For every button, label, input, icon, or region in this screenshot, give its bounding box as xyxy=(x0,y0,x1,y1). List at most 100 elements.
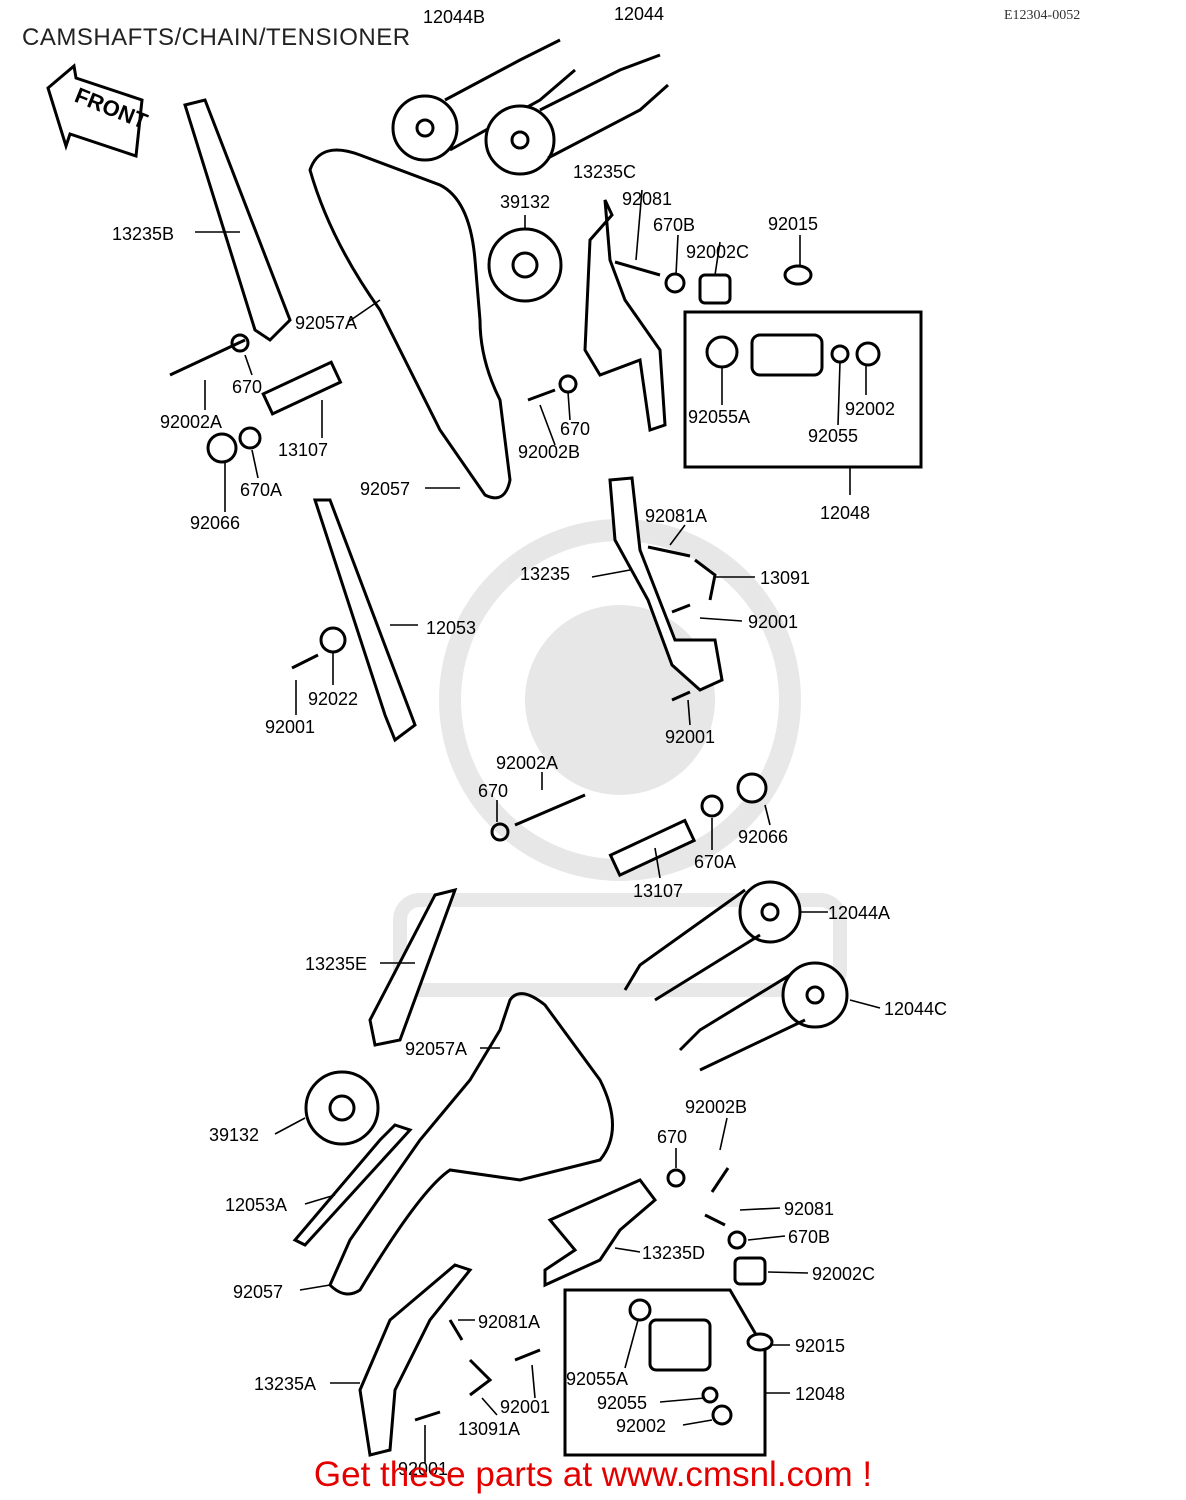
part-label-92057a-low[interactable]: 92057A xyxy=(405,1039,468,1059)
oring-670a-lower xyxy=(700,794,724,818)
part-label-92001-a[interactable]: 92001 xyxy=(748,612,799,632)
part-label-92055a-low[interactable]: 92055A xyxy=(566,1369,629,1389)
part-label-92015-low[interactable]: 92015 xyxy=(795,1336,846,1356)
part-label-92055-top[interactable]: 92055 xyxy=(808,426,859,446)
part-label-12044a-low[interactable]: 12044A xyxy=(828,903,891,923)
part-label-92001-d[interactable]: 92001 xyxy=(500,1397,551,1417)
plug-92002c-lower xyxy=(733,1256,767,1286)
oring-670a-upper xyxy=(238,426,262,450)
chain-guide-12053 xyxy=(312,498,417,743)
part-label-92081a-top[interactable]: 92081A xyxy=(645,506,708,526)
part-label-92081-low[interactable]: 92081 xyxy=(784,1199,835,1219)
spring-92081a-mid xyxy=(647,545,691,558)
part-label-12048-low[interactable]: 12048 xyxy=(795,1384,846,1404)
part-label-12053-mid[interactable]: 12053 xyxy=(426,618,477,638)
oring-670-lower2 xyxy=(666,1168,686,1188)
bolt-92001-mid xyxy=(671,603,691,614)
part-label-92002-top[interactable]: 92002 xyxy=(845,399,896,419)
part-label-92081-top[interactable]: 92081 xyxy=(622,189,673,209)
oring-670b-lower xyxy=(727,1230,747,1250)
part-label-13107-left[interactable]: 13107 xyxy=(278,440,329,460)
part-label-92002c-low[interactable]: 92002C xyxy=(812,1264,876,1284)
part-label-13235e-low[interactable]: 13235E xyxy=(305,954,368,974)
bolt-92001-left xyxy=(291,653,319,670)
oring-92055a-upper xyxy=(705,335,739,369)
tensioner-arm-13235d xyxy=(543,1178,658,1288)
part-label-13235b-top[interactable]: 13235B xyxy=(112,224,175,244)
oring-670b-upper xyxy=(664,272,686,294)
bolt-92002-upper xyxy=(855,341,881,367)
camshaft-12044 xyxy=(484,53,669,176)
tensioner-12048-lower xyxy=(648,1318,712,1372)
cap-92015-lower xyxy=(746,1332,774,1352)
part-label-92002c-top[interactable]: 92002C xyxy=(686,242,750,262)
part-label-92066-low[interactable]: 92066 xyxy=(738,827,789,847)
part-label-92002b-mid[interactable]: 92002B xyxy=(518,442,581,462)
part-label-92002-low[interactable]: 92002 xyxy=(616,1416,667,1436)
camshaft-12044c xyxy=(678,961,849,1072)
part-label-39132-top[interactable]: 39132 xyxy=(500,192,551,212)
plug-92066-lower xyxy=(736,772,768,804)
part-label-92057-low[interactable]: 92057 xyxy=(233,1282,284,1302)
part-label-12053a-low[interactable]: 12053A xyxy=(225,1195,288,1215)
part-label-13091a-low[interactable]: 13091A xyxy=(458,1419,521,1439)
part-label-12048-top[interactable]: 12048 xyxy=(820,503,871,523)
part-label-92001-b[interactable]: 92001 xyxy=(265,717,316,737)
part-label-13235d-low[interactable]: 13235D xyxy=(642,1243,706,1263)
part-label-92001-e[interactable]: 92001 xyxy=(398,1459,449,1479)
part-label-92001-c[interactable]: 92001 xyxy=(665,727,716,747)
tensioner-arm-13235 xyxy=(608,476,724,692)
chain-guide-12053a xyxy=(292,1123,413,1247)
promo-link[interactable]: Get these parts at www.cmsnl.com ! xyxy=(313,1455,873,1494)
bolt-92001-mid-lower xyxy=(671,690,691,702)
part-label-13091-mid[interactable]: 13091 xyxy=(760,568,811,588)
stopper-13091a xyxy=(468,1358,493,1397)
part-label-92057-top[interactable]: 92057 xyxy=(360,479,411,499)
tensioner-arm-13235c xyxy=(583,199,667,432)
part-label-92055a-top[interactable]: 92055A xyxy=(688,407,751,427)
part-label-13107-low[interactable]: 13107 xyxy=(633,881,684,901)
part-label-13235c-top[interactable]: 13235C xyxy=(573,162,637,182)
part-label-92081a-low[interactable]: 92081A xyxy=(478,1312,541,1332)
oring-670-lower xyxy=(490,822,510,842)
part-label-670-low2[interactable]: 670 xyxy=(657,1127,688,1147)
part-label-92002a-low[interactable]: 92002A xyxy=(496,753,559,773)
pin-92002a-lower xyxy=(514,793,586,827)
part-label-670a-low[interactable]: 670A xyxy=(694,852,737,872)
part-label-92066-left[interactable]: 92066 xyxy=(190,513,241,533)
part-label-92057a-top[interactable]: 92057A xyxy=(295,313,358,333)
part-label-670-left[interactable]: 670 xyxy=(232,377,263,397)
part-label-12044b-top[interactable]: 12044B xyxy=(423,7,486,27)
washer-92022 xyxy=(319,626,347,654)
part-label-39132-low[interactable]: 39132 xyxy=(209,1125,260,1145)
part-label-13235-mid[interactable]: 13235 xyxy=(520,564,571,584)
bolt-92001-bottom xyxy=(414,1410,441,1422)
part-label-92002b-low[interactable]: 92002B xyxy=(685,1097,748,1117)
front-arrow-icon: FRONT xyxy=(46,63,152,159)
part-label-670-mid[interactable]: 670 xyxy=(560,419,591,439)
bolt-92002b-lower xyxy=(710,1167,730,1193)
cam-chain-upper xyxy=(308,148,512,500)
tensioner-12048-upper xyxy=(750,333,824,377)
part-label-670b-top[interactable]: 670B xyxy=(653,215,696,235)
tensioner-box-12048-upper xyxy=(683,310,923,469)
part-label-92055-low[interactable]: 92055 xyxy=(597,1393,648,1413)
part-label-92002a-left[interactable]: 92002A xyxy=(160,412,223,432)
part-label-670-low[interactable]: 670 xyxy=(478,781,509,801)
bolt-92002-lower xyxy=(711,1404,733,1426)
part-label-12044-top[interactable]: 12044 xyxy=(614,4,665,24)
cap-92015-upper xyxy=(783,264,813,286)
sprocket-39132 xyxy=(487,227,563,303)
part-label-92015-top[interactable]: 92015 xyxy=(768,214,819,234)
bolt-92002b-upper xyxy=(527,388,556,402)
part-label-670a-left[interactable]: 670A xyxy=(240,480,283,500)
spring-92081a-lower xyxy=(448,1319,464,1341)
part-label-92022-mid[interactable]: 92022 xyxy=(308,689,359,709)
part-label-13235a-low[interactable]: 13235A xyxy=(254,1374,317,1394)
part-label-12044c-low[interactable]: 12044C xyxy=(884,999,948,1019)
oring-92055-upper xyxy=(830,344,850,364)
part-label-670b-low[interactable]: 670B xyxy=(788,1227,831,1247)
chain-guide-13235e xyxy=(368,887,458,1047)
